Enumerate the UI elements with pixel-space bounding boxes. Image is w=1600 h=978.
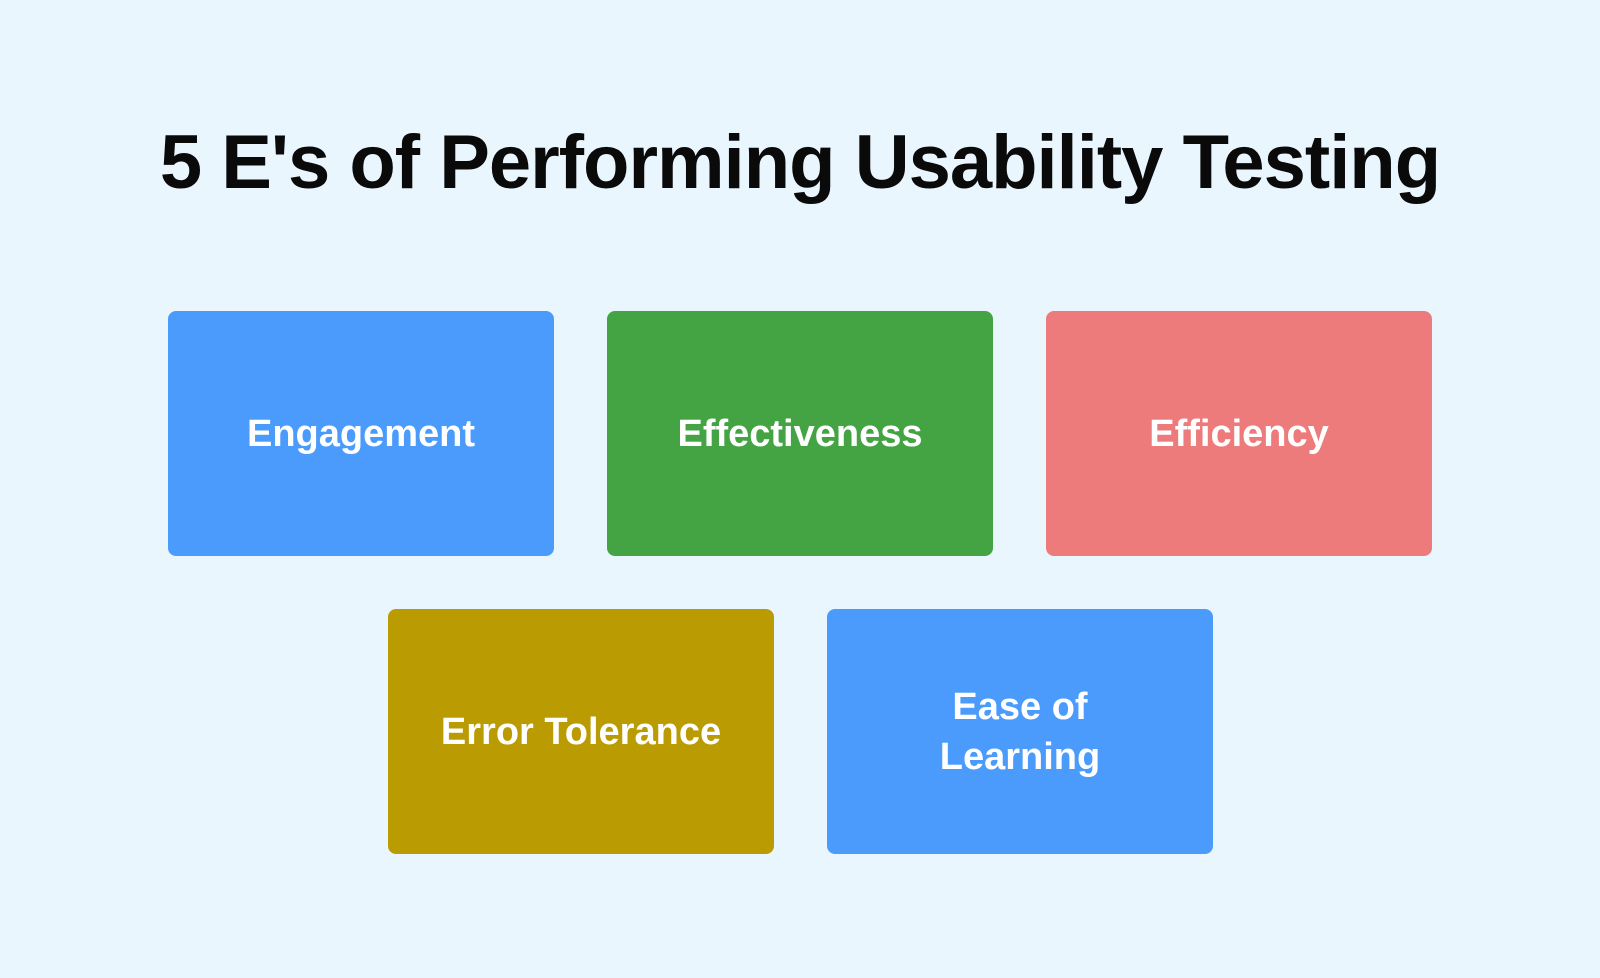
box-error-tolerance: Error Tolerance [388,609,774,854]
box-efficiency: Efficiency [1046,311,1432,556]
box-engagement: Engagement [168,311,554,556]
box-effectiveness: Effectiveness [607,311,993,556]
box-label: Error Tolerance [440,710,722,753]
box-label: Effectiveness [677,412,923,455]
box-ease-of-learning: Ease of Learning [827,609,1213,854]
box-label: Efficiency [1149,412,1329,455]
page-title: 5 E's of Performing Usability Testing [159,120,1441,205]
box-label: Ease of Learning [939,685,1101,778]
box-label: Engagement [246,412,476,455]
